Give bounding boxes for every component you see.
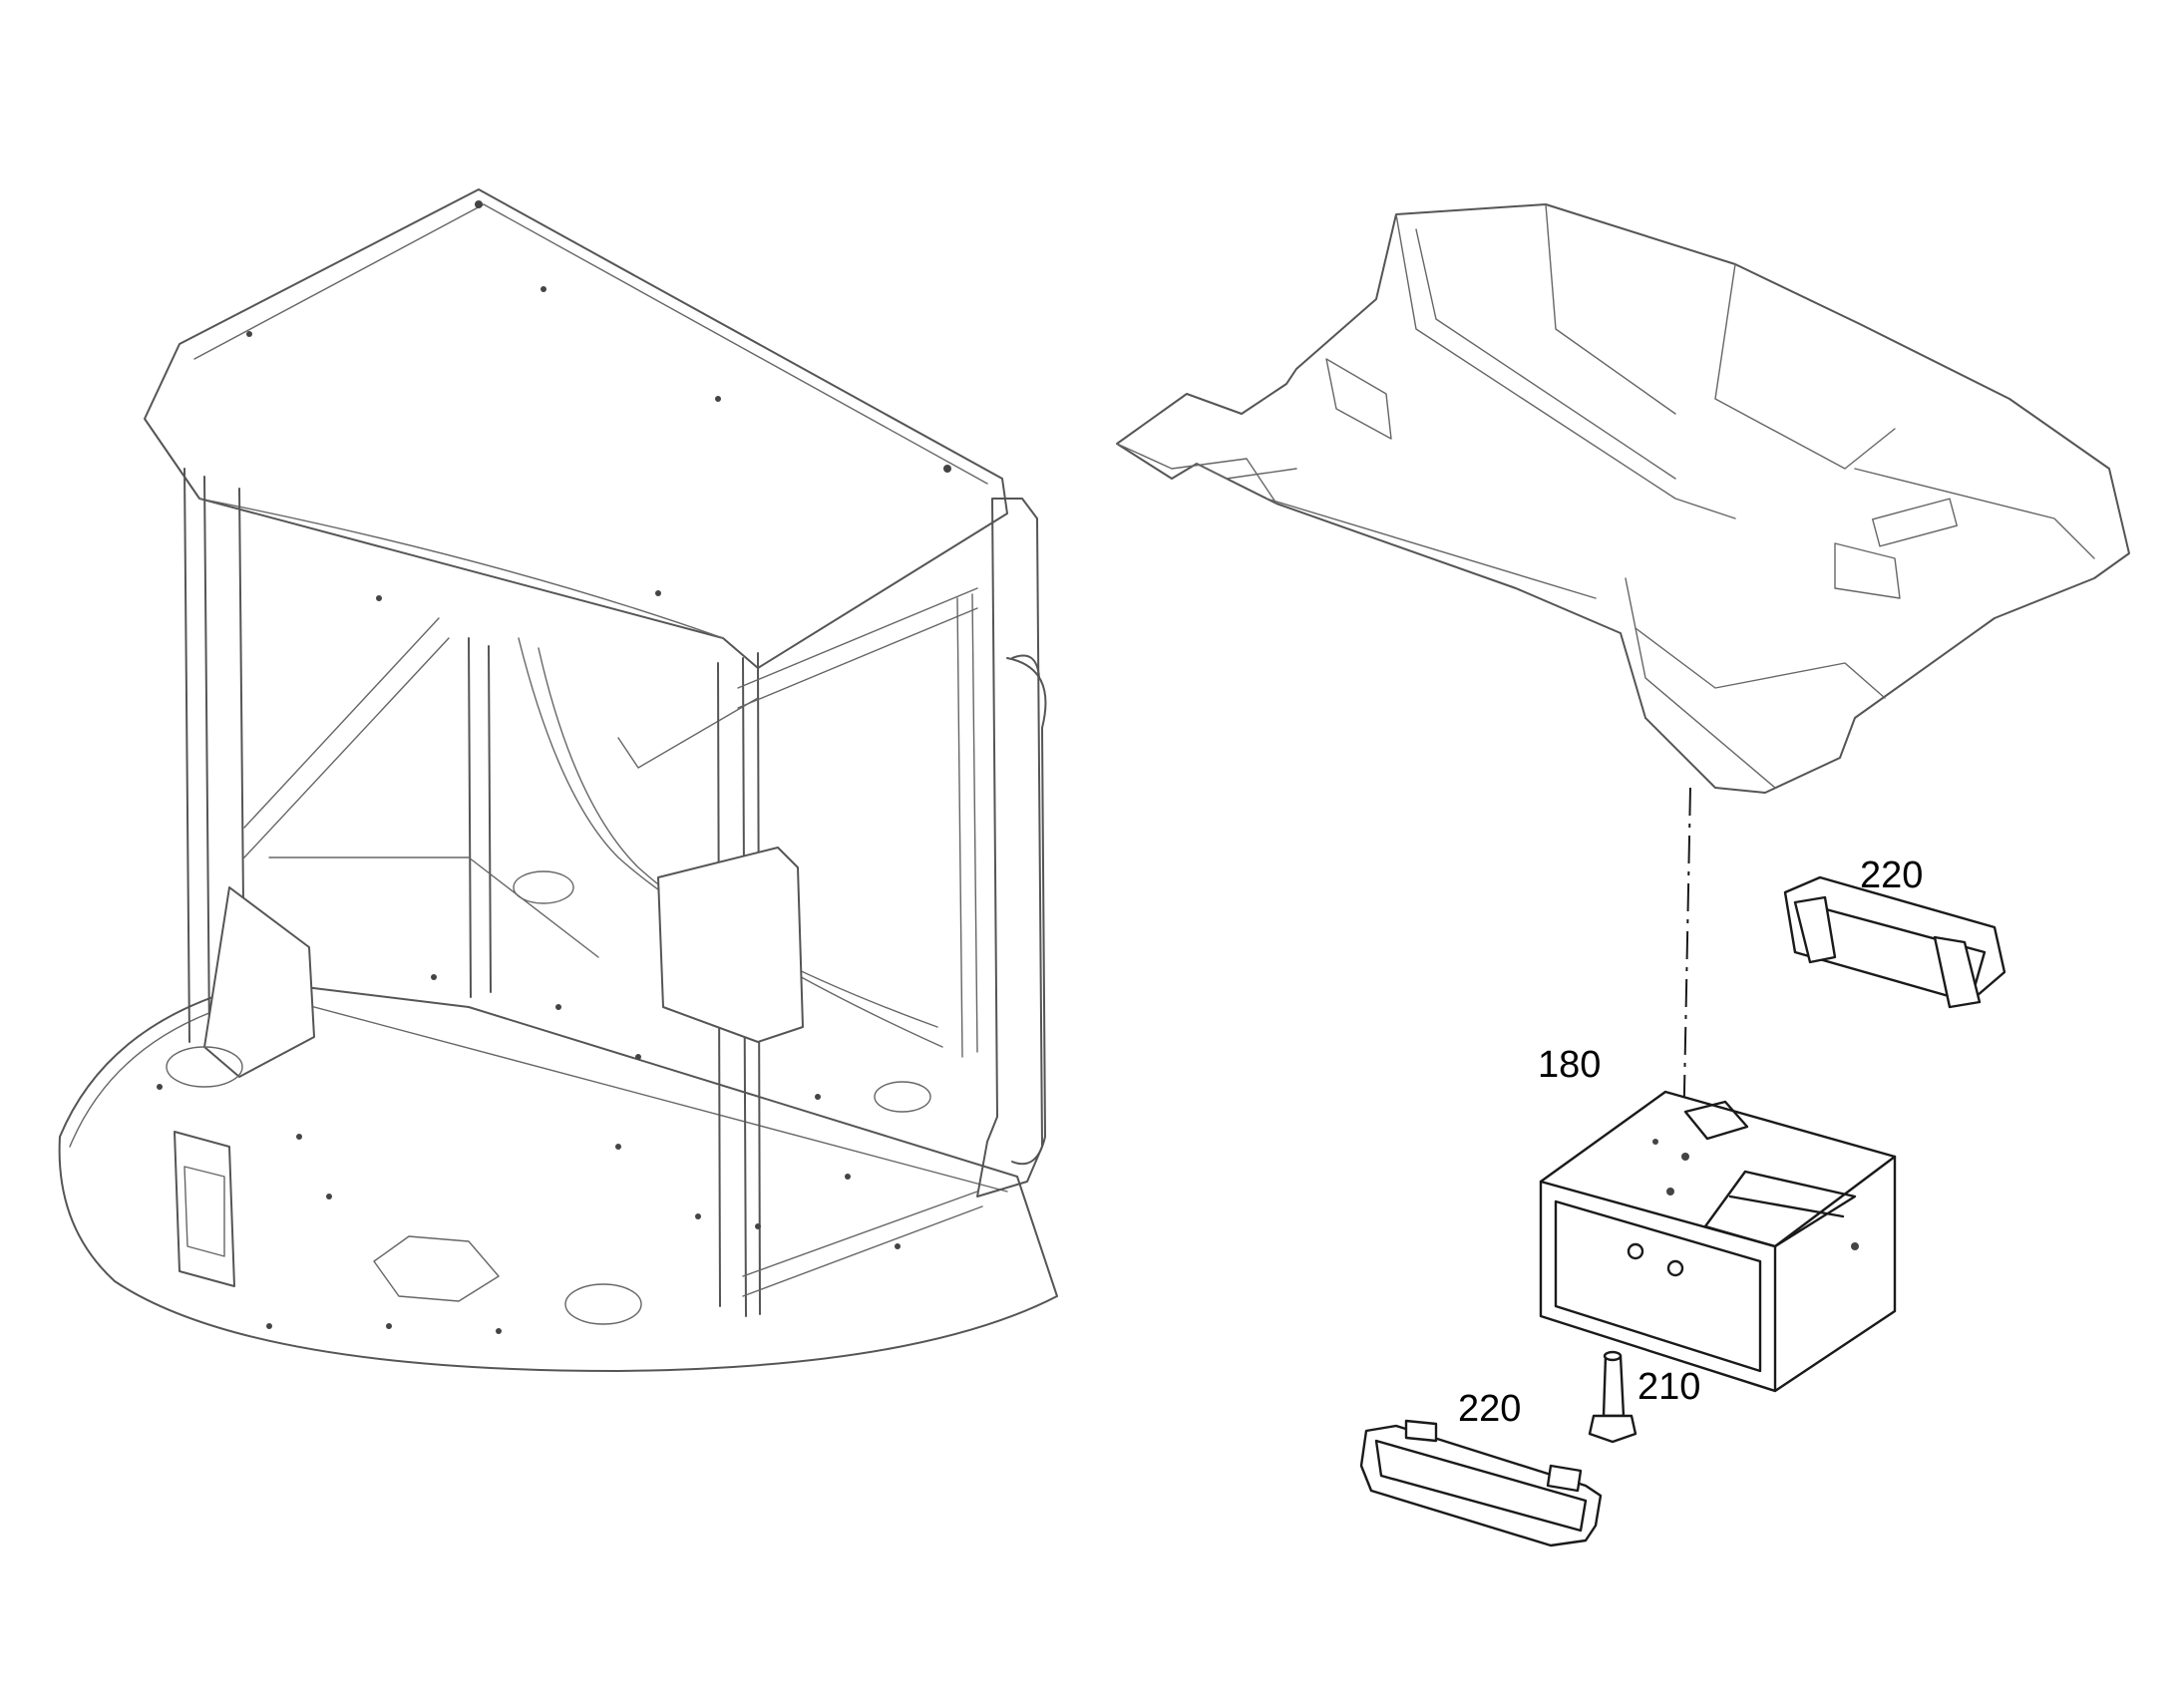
callout-210: 210 [1637,1366,1700,1408]
cab-door-frame [976,498,1043,1197]
callout-180: 180 [1538,1044,1601,1086]
mounting-box-part-180 [1539,1090,1897,1393]
cab-fastener-dots [157,200,951,1334]
mounting-box-outline [1539,1090,1897,1393]
retaining-clip-upper-part-220 [1783,875,2006,1009]
callout-220-lower: 220 [1458,1388,1521,1430]
cab-frame-drawing [58,188,1058,1372]
overhead-console-outline [1116,203,2130,794]
callout-220-upper: 220 [1860,854,1923,896]
assembly-centerline-upper [1682,787,1691,1143]
cab-floor-plate [58,981,1058,1372]
retaining-clip-lower-part-220 [1359,1419,1603,1547]
cab-roof [144,188,1008,669]
overhead-console-drawing [1116,203,2130,794]
cab-rear-post-right [468,637,492,998]
screw-part-210 [1588,1350,1637,1444]
